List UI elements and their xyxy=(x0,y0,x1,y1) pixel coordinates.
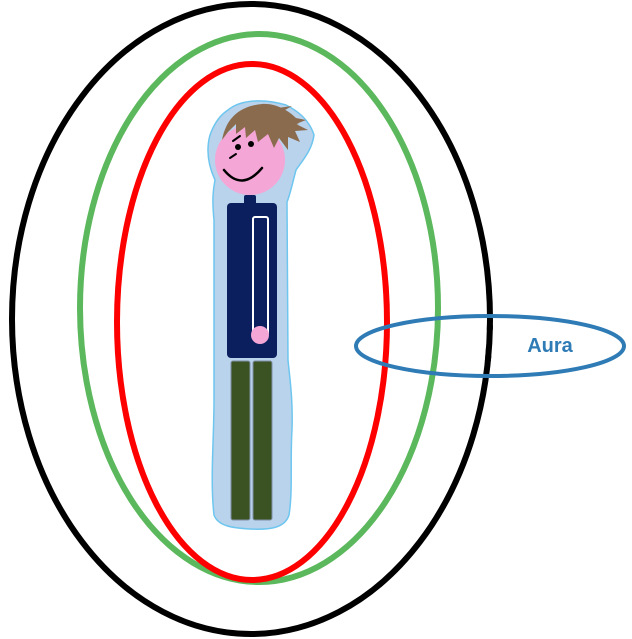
right-eye xyxy=(248,141,254,147)
hand xyxy=(251,326,269,344)
right-leg xyxy=(253,361,272,520)
left-eye xyxy=(235,144,241,150)
left-leg xyxy=(231,361,250,520)
aura-label: Aura xyxy=(527,335,573,357)
neck xyxy=(244,195,256,207)
person-figure xyxy=(208,101,314,529)
